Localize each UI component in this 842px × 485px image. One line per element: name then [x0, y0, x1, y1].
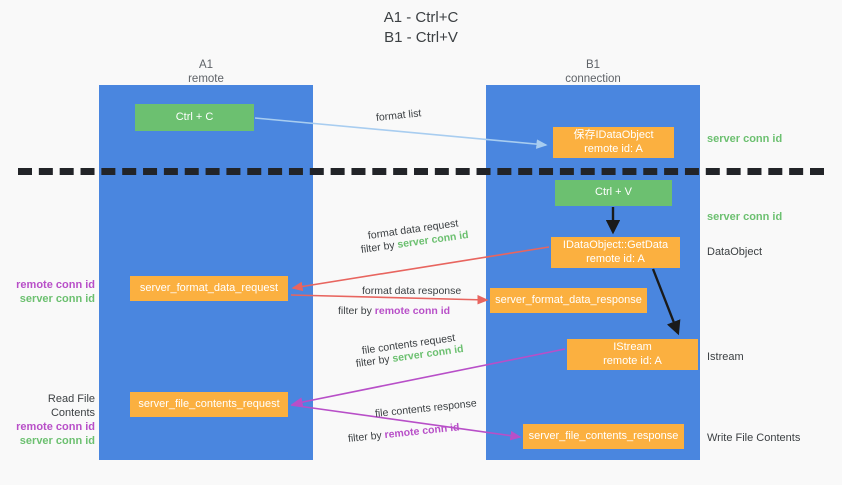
box-ctrl-v-label: Ctrl + V — [595, 186, 632, 199]
box-idataobject-getdata[interactable]: IDataObject::GetData remote id: A — [551, 237, 680, 268]
box-ctrl-v[interactable]: Ctrl + V — [555, 180, 672, 206]
box-getdata-line2: remote id: A — [586, 252, 645, 265]
label-group-format-conn-ids: remote conn id server conn id — [11, 278, 95, 306]
edge-label-format-data-response-text: format data response — [362, 285, 462, 297]
edge-label-file-contents-response: file contents response — [374, 396, 477, 421]
edge-label-format-list: format list — [375, 106, 422, 125]
page-title: A1 - Ctrl+C B1 - Ctrl+V — [0, 8, 842, 48]
lane-header-a1-name: A1 — [198, 59, 214, 71]
box-file-contents-response-label: server_file_contents_response — [528, 429, 679, 442]
box-getdata-line1: IDataObject::GetData — [562, 239, 669, 251]
title-line-1: A1 - Ctrl+C — [383, 9, 459, 26]
edge-filter-file-contents-response: filter by remote conn id — [347, 420, 460, 446]
box-save-idataobject[interactable]: 保存IDataObject remote id: A — [553, 127, 674, 158]
label-server-conn-id-2: server conn id — [19, 435, 95, 447]
box-format-data-request-label: server_format_data_request — [139, 281, 279, 294]
box-server-file-contents-response[interactable]: server_file_contents_response — [523, 424, 684, 449]
label-remote-conn-id-1: remote conn id — [16, 279, 95, 291]
label-server-conn-id-mid: server conn id — [707, 211, 783, 223]
filter-prefix: filter by — [347, 429, 383, 445]
box-server-file-contents-request[interactable]: server_file_contents_request — [130, 392, 288, 417]
box-save-idataobject-line1: 保存IDataObject — [573, 129, 654, 141]
label-server-conn-id-1: server conn id — [19, 293, 95, 305]
label-istream: Istream — [707, 351, 744, 363]
label-write-file-contents: Write File Contents — [707, 432, 801, 444]
box-server-format-data-response[interactable]: server_format_data_response — [490, 288, 647, 313]
box-ctrl-c-label: Ctrl + C — [175, 110, 214, 123]
filter-value-remote-conn-id: remote conn id — [383, 421, 461, 442]
label-read-file-contents: Read File Contents — [47, 393, 95, 419]
edge-label-file-contents-response-text: file contents response — [374, 397, 478, 420]
filter-value-remote-conn-id: remote conn id — [374, 305, 451, 317]
title-line-2: B1 - Ctrl+V — [384, 29, 458, 46]
filter-prefix: filter by — [360, 239, 396, 256]
label-dataobject: DataObject — [707, 246, 763, 258]
lane-header-b1-name: B1 — [585, 59, 601, 71]
filter-prefix: filter by — [338, 305, 372, 317]
lane-header-b1: B1 connection — [486, 58, 700, 86]
label-remote-conn-id-2: remote conn id — [16, 421, 95, 433]
phase-divider — [18, 168, 824, 175]
box-istream-line2: remote id: A — [603, 354, 662, 367]
box-istream-line1: IStream — [613, 341, 652, 353]
edge-label-format-data-response: format data response — [362, 284, 461, 298]
box-format-data-response-label: server_format_data_response — [495, 293, 642, 306]
box-save-idataobject-line2: remote id: A — [584, 142, 643, 155]
box-ctrl-c[interactable]: Ctrl + C — [135, 104, 254, 131]
filter-prefix: filter by — [355, 353, 391, 370]
edge-label-format-list-text: format list — [375, 107, 422, 124]
lane-header-a1-role: remote — [188, 73, 224, 85]
box-server-format-data-request[interactable]: server_format_data_request — [130, 276, 288, 301]
lane-header-b1-role: connection — [565, 73, 621, 85]
lane-header-a1: A1 remote — [99, 58, 313, 86]
box-istream[interactable]: IStream remote id: A — [567, 339, 698, 370]
label-server-conn-id-top: server conn id — [707, 133, 783, 145]
label-group-read-file-contents: Read File Contents remote conn id server… — [11, 392, 95, 448]
box-file-contents-request-label: server_file_contents_request — [138, 397, 280, 410]
edge-filter-format-data-response: filter by remote conn id — [338, 304, 450, 318]
